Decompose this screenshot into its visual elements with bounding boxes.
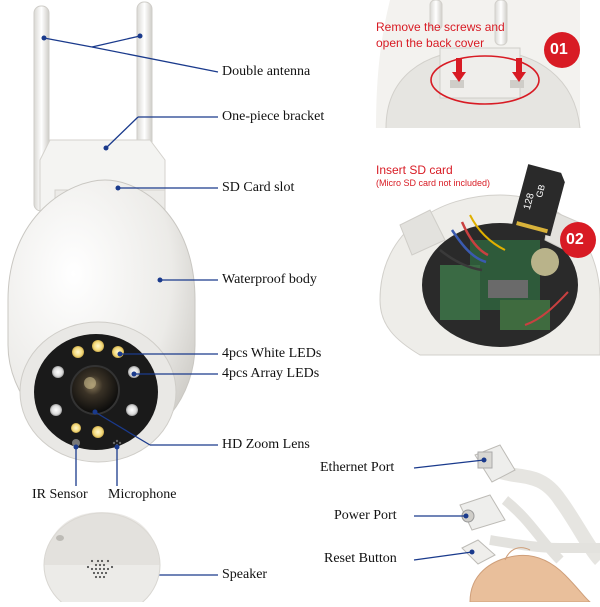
step2-photo [377, 164, 600, 360]
step1-badge-label: 01 [550, 41, 568, 58]
step1-badge [544, 32, 580, 68]
label-one-piece-bracket: One-piece bracket [222, 109, 325, 124]
step1-line1: Remove the screws and [376, 20, 505, 34]
step1-photo [376, 0, 581, 129]
arrow-down-icon [512, 58, 526, 82]
step2-note: (Micro SD card not included) [376, 178, 491, 188]
leader-lines [43, 35, 219, 576]
cables-photo [459, 444, 600, 603]
label-power-port: Power Port [334, 508, 397, 523]
reset-connector [461, 539, 496, 565]
speaker-grille [86, 559, 114, 579]
label-waterproof-body: Waterproof body [222, 272, 317, 287]
label-white-leds: 4pcs White LEDs [222, 346, 322, 361]
camera-main [7, 1, 196, 463]
hand [469, 554, 592, 603]
label-hd-zoom-lens: HD Zoom Lens [222, 437, 310, 452]
zoom-lens [70, 365, 120, 415]
sd-card-icon [511, 164, 565, 237]
label-microphone: Microphone [108, 487, 177, 502]
step2-title: Insert SD card [376, 163, 453, 177]
screws-highlight [430, 55, 540, 105]
speaker-view [43, 512, 161, 607]
label-ethernet-port: Ethernet Port [320, 460, 395, 475]
label-reset-button: Reset Button [324, 551, 397, 566]
step1-line2: open the back cover [376, 36, 485, 50]
label-sd-card-slot: SD Card slot [222, 180, 295, 195]
label-double-antenna: Double antenna [222, 64, 311, 79]
step2-badge [560, 222, 596, 258]
label-ir-sensor: IR Sensor [32, 487, 88, 502]
label-speaker: Speaker [222, 567, 268, 582]
step2-badge-label: 02 [566, 231, 584, 248]
arrow-down-icon [452, 58, 466, 82]
label-array-leds: 4pcs Array LEDs [222, 366, 320, 381]
